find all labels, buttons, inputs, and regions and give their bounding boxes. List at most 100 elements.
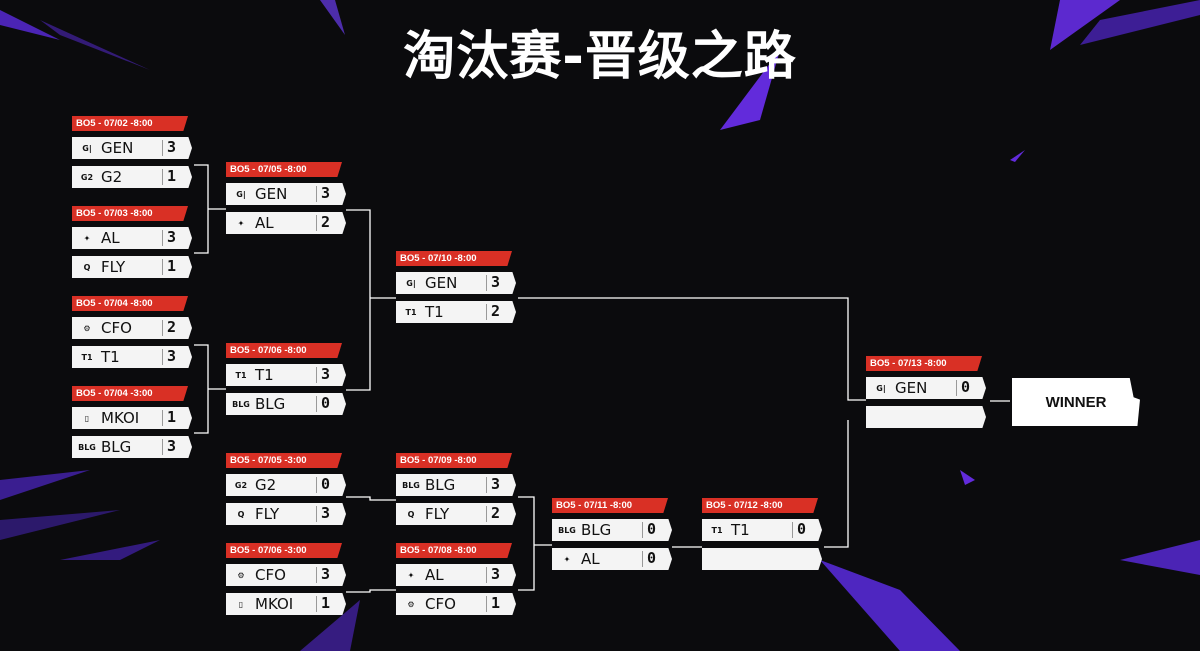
team-name: BLG (425, 476, 456, 494)
al-logo-icon: ✦ (83, 233, 91, 243)
team-score: 3 (321, 504, 331, 522)
team-row: Q FLY 2 (396, 503, 516, 525)
team-score: 2 (167, 318, 177, 336)
bracket-lines (194, 164, 1010, 593)
team-name: AL (581, 550, 600, 568)
match-label: BO5 - 07/13 -8:00 (866, 356, 982, 371)
fly-logo-icon: Q (407, 509, 415, 519)
score-divider (316, 396, 317, 412)
cfo-logo-icon: ⚙ (83, 323, 91, 333)
team-name: FLY (101, 258, 126, 276)
team-name: AL (255, 214, 274, 232)
tbd-team-slot (866, 406, 986, 428)
match-label: BO5 - 07/06 -8:00 (226, 343, 342, 358)
team-score: 0 (647, 549, 657, 567)
al-logo-icon: ✦ (407, 570, 415, 580)
team-name: T1 (255, 366, 274, 384)
team-score: 3 (167, 347, 177, 365)
gen-logo-icon: G| (236, 189, 246, 199)
team-name: FLY (425, 505, 450, 523)
match-label: BO5 - 07/04 -3:00 (72, 386, 188, 401)
score-divider (162, 169, 163, 185)
team-name: T1 (731, 521, 750, 539)
tbd-team-slot (702, 548, 822, 570)
team-score: 3 (167, 138, 177, 156)
team-score: 3 (491, 565, 501, 583)
mkoi-logo-icon: ▯ (84, 413, 90, 423)
team-score: 2 (491, 504, 501, 522)
score-divider (486, 567, 487, 583)
team-score: 0 (321, 475, 331, 493)
team-score: 1 (167, 167, 177, 185)
team-row: ✦ AL 3 (396, 564, 516, 586)
team-name: CFO (255, 566, 286, 584)
gen-logo-icon: G| (876, 383, 886, 393)
match-label: BO5 - 07/09 -8:00 (396, 453, 512, 468)
score-divider (316, 506, 317, 522)
team-score: 3 (321, 565, 331, 583)
match-label: BO5 - 07/04 -8:00 (72, 296, 188, 311)
score-divider (486, 596, 487, 612)
team-name: MKOI (255, 595, 294, 613)
score-divider (486, 304, 487, 320)
t1-logo-icon: T1 (81, 352, 93, 362)
match-label: BO5 - 07/08 -8:00 (396, 543, 512, 558)
team-score: 3 (167, 437, 177, 455)
match-label: BO5 - 07/12 -8:00 (702, 498, 818, 513)
score-divider (316, 596, 317, 612)
score-divider (486, 275, 487, 291)
t1-logo-icon: T1 (235, 370, 247, 380)
score-divider (162, 410, 163, 426)
team-name: GEN (425, 274, 458, 292)
score-divider (486, 477, 487, 493)
team-name: GEN (255, 185, 288, 203)
team-score: 3 (491, 273, 501, 291)
score-divider (162, 349, 163, 365)
score-divider (162, 320, 163, 336)
cfo-logo-icon: ⚙ (407, 599, 415, 609)
team-score: 3 (167, 228, 177, 246)
score-divider (316, 215, 317, 231)
winner-slot: WINNER (1012, 378, 1140, 426)
fly-logo-icon: Q (83, 262, 91, 272)
gen-logo-icon: G| (406, 278, 416, 288)
score-divider (316, 477, 317, 493)
team-score: 3 (321, 365, 331, 383)
team-name: AL (425, 566, 444, 584)
team-score: 0 (321, 394, 331, 412)
score-divider (316, 367, 317, 383)
score-divider (162, 230, 163, 246)
team-score: 1 (167, 408, 177, 426)
g2-logo-icon: G2 (234, 480, 248, 490)
match-label: BO5 - 07/06 -3:00 (226, 543, 342, 558)
team-name: BLG (101, 438, 132, 456)
score-divider (486, 506, 487, 522)
score-divider (792, 522, 793, 538)
t1-logo-icon: T1 (405, 307, 417, 317)
team-name: G2 (101, 168, 123, 186)
team-score: 1 (491, 594, 501, 612)
